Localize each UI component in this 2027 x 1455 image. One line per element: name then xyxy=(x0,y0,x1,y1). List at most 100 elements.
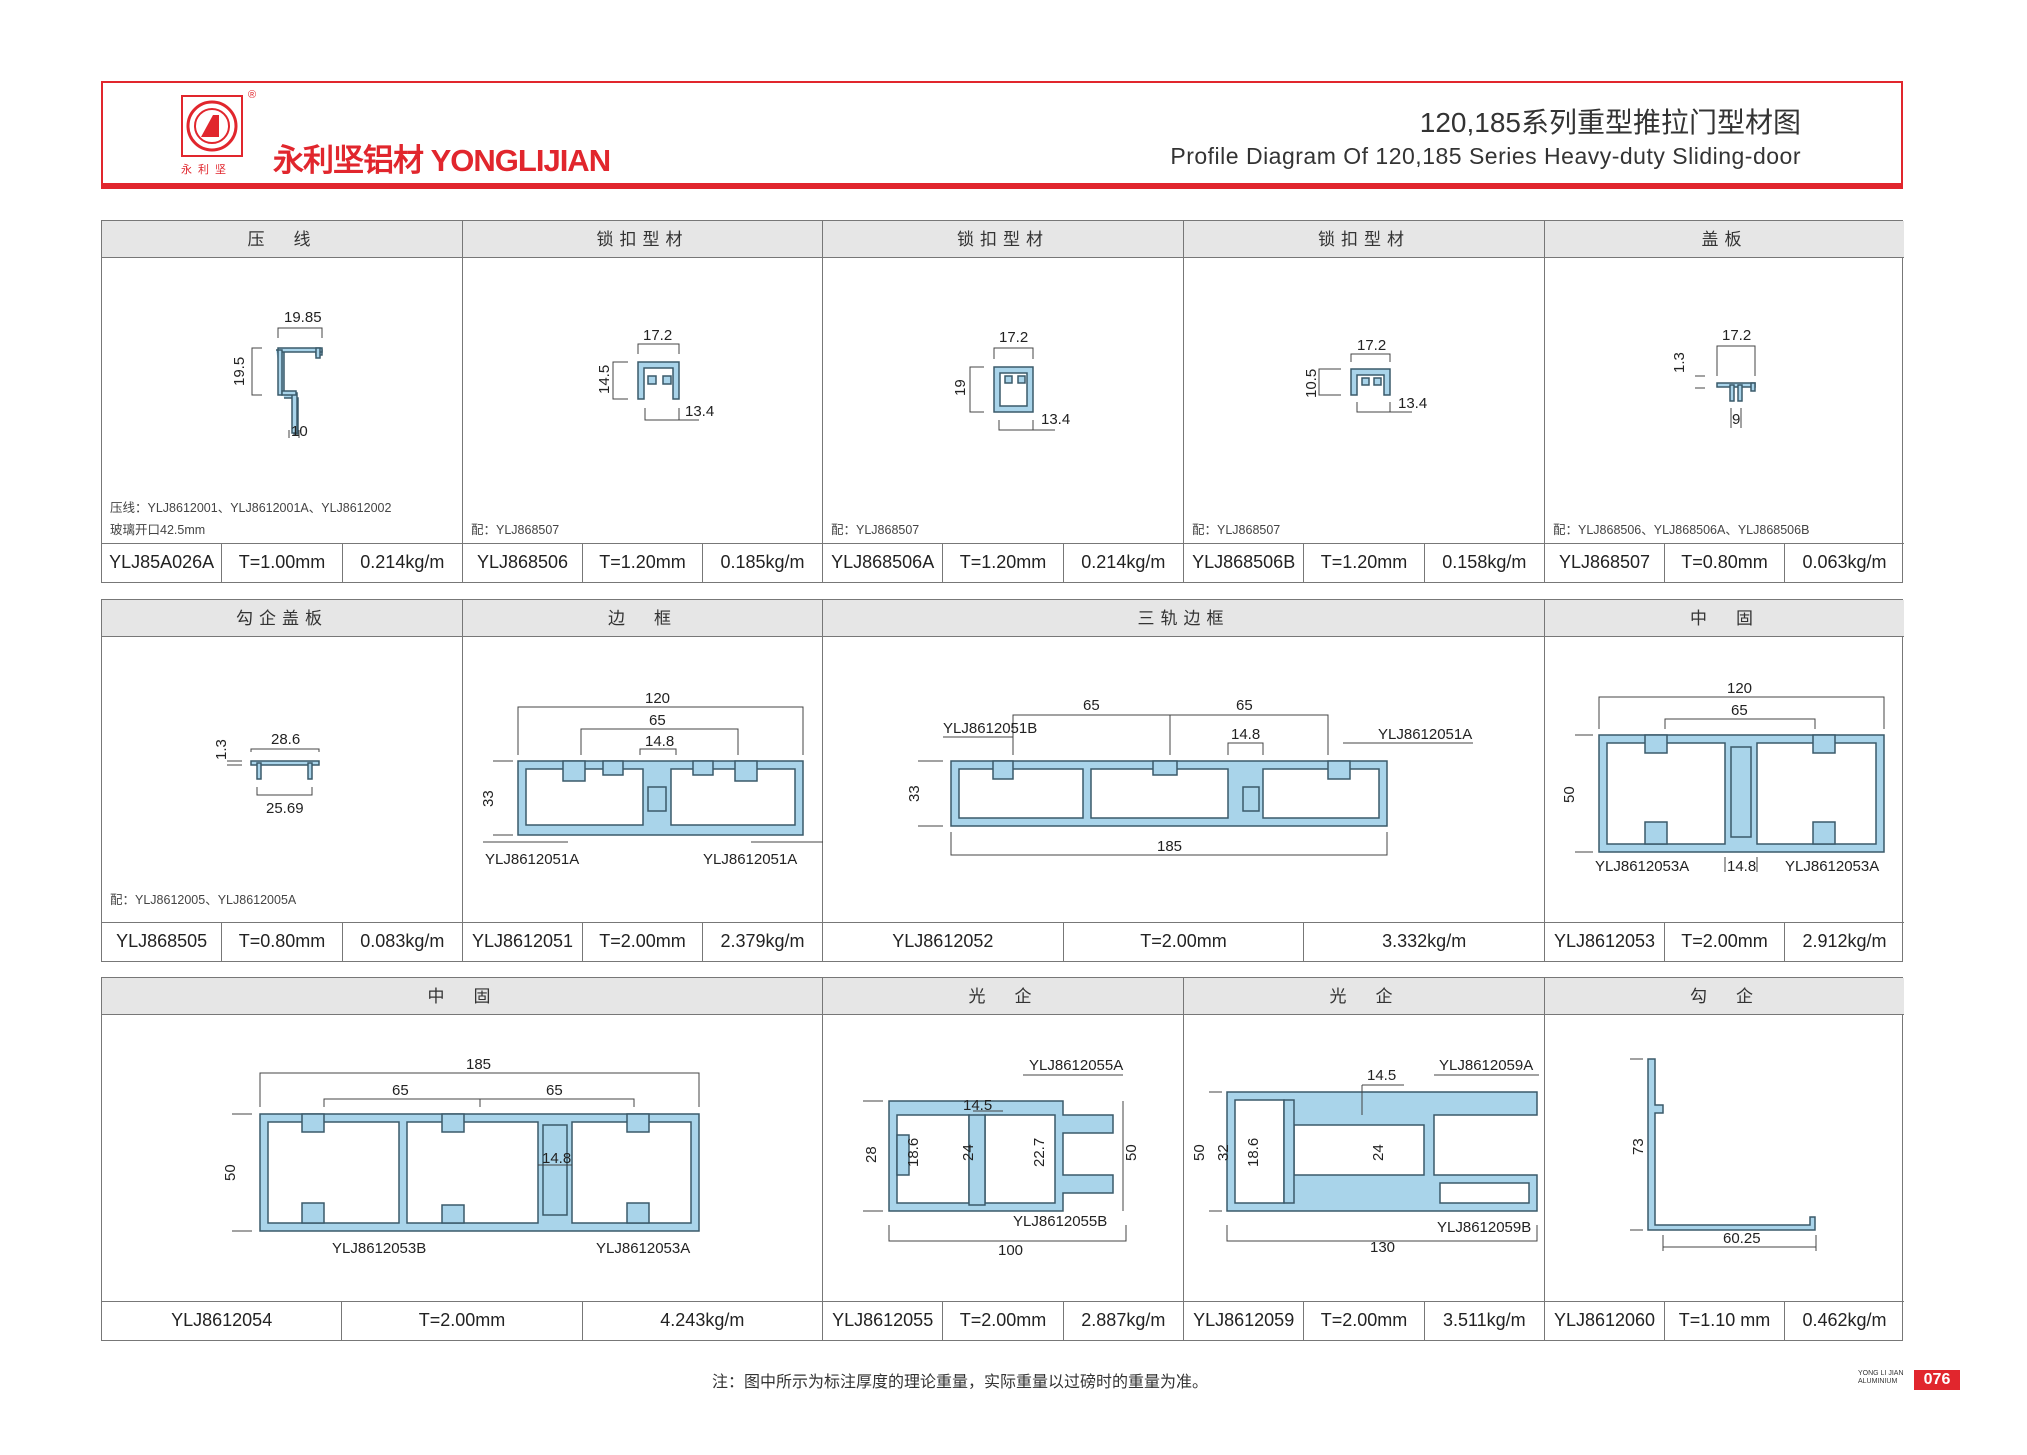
profile-callout: YLJ8612051A xyxy=(1378,726,1472,743)
profile-code: YLJ8612053 xyxy=(1545,923,1665,961)
cell-note: 配：YLJ868507 xyxy=(471,523,560,537)
cell-note: 配：YLJ868507 xyxy=(1192,523,1281,537)
dim-label: 14.5 xyxy=(963,1097,992,1114)
dim-label: 60.25 xyxy=(1723,1230,1761,1247)
cell-title: 边 框 xyxy=(463,600,822,637)
cell-title: 中 固 xyxy=(102,978,822,1015)
dim-label: 19.5 xyxy=(231,357,248,386)
weight: 0.083kg/m xyxy=(360,931,445,951)
thickness: T=2.00mm xyxy=(943,1302,1064,1340)
profile-cell: 盖板 17.2 1.3 9 配：YLJ868506、YLJ868506A、YLJ… xyxy=(1545,221,1904,582)
dim-label: 65 xyxy=(1731,702,1748,719)
thickness: T=2.00mm xyxy=(342,1302,583,1340)
cell-title: 锁扣型材 xyxy=(1184,221,1544,258)
cell-title: 盖板 xyxy=(1545,221,1904,258)
profile-cell: 光 企 YLJ8612055A 14.5 28 18.6 24 22.7 50 … xyxy=(823,978,1184,1340)
page-brand-bottom: ALUMINIUM xyxy=(1858,1378,1898,1385)
profile-cell: 锁扣型材 17.2 14.5 13.4 配：YLJ868507 YLJ86850… xyxy=(463,221,823,582)
dim-label: 25.69 xyxy=(266,800,304,817)
profile-callout: YLJ8612051A xyxy=(485,851,579,868)
cell-note: 玻璃开口42.5mm xyxy=(110,523,206,537)
dim-label: 120 xyxy=(1727,680,1752,697)
footnote: 注：图中所示为标注厚度的理论重量，实际重量以过磅时的重量为准。 xyxy=(712,1374,1209,1391)
dim-label: 73 xyxy=(1630,1138,1647,1155)
cell-note: 配：YLJ868506、YLJ868506A、YLJ868506B xyxy=(1553,523,1810,537)
profile-callout: YLJ8612053B xyxy=(332,1240,426,1257)
page-number: 076 xyxy=(1914,1370,1960,1390)
weight: 0.185kg/m xyxy=(720,552,805,572)
profile-code: YLJ8612051 xyxy=(463,923,583,961)
dim-label: 185 xyxy=(1157,838,1182,855)
thickness: T=0.80mm xyxy=(222,923,343,961)
dim-label: 50 xyxy=(1561,786,1578,803)
profile-cell: 中 固 185 65 65 50 14.8 YLJ8612053B YLJ861… xyxy=(102,978,823,1340)
profile-callout: YLJ8612055B xyxy=(1013,1213,1107,1230)
dim-label: 65 xyxy=(546,1082,563,1099)
profile-code: YLJ8612059 xyxy=(1184,1302,1305,1340)
dim-label: 14.8 xyxy=(645,733,674,750)
dim-label: 18.6 xyxy=(905,1138,922,1167)
page-header: ® 永利坚 永利坚铝材 YONGLIJIAN 120,185系列重型推拉门型材图… xyxy=(101,81,1903,189)
weight: 2.379kg/m xyxy=(720,931,805,951)
profile-callout: YLJ8612051B xyxy=(943,720,1037,737)
profile-cell: 光 企 14.5 YLJ8612059A 50 32 18.6 24 YLJ86… xyxy=(1184,978,1545,1340)
thickness: T=1.20mm xyxy=(583,544,703,582)
profile-code: YLJ868506A xyxy=(823,544,944,582)
profile-callout: YLJ8612053A xyxy=(596,1240,690,1257)
cell-title: 勾 企 xyxy=(1545,978,1904,1015)
dim-label: 24 xyxy=(960,1144,977,1161)
section-1: 压 线 19.85 19.5 10 压线：YLJ8612001、YLJ86120… xyxy=(101,220,1904,583)
profile-cell: 压 线 19.85 19.5 10 压线：YLJ8612001、YLJ86120… xyxy=(102,221,463,582)
profile-code: YLJ8612060 xyxy=(1545,1302,1665,1340)
section-2: 勾企盖板 28.6 1.3 25.69 配：YLJ8612005、YLJ8612… xyxy=(101,599,1904,962)
profile-callout: YLJ8612059B xyxy=(1437,1219,1531,1236)
weight: 0.462kg/m xyxy=(1802,1310,1887,1330)
profile-callout: YLJ8612055A xyxy=(1029,1057,1123,1074)
cell-title: 压 线 xyxy=(102,221,462,258)
weight: 3.332kg/m xyxy=(1382,931,1467,951)
dim-label: 19 xyxy=(952,379,969,396)
profile-code: YLJ868505 xyxy=(102,923,223,961)
profile-code: YLJ8612054 xyxy=(102,1302,343,1340)
profile-callout: YLJ8612053A xyxy=(1785,858,1879,875)
dim-label: 13.4 xyxy=(1398,395,1427,412)
weight: 0.063kg/m xyxy=(1802,552,1887,572)
cell-title: 锁扣型材 xyxy=(823,221,1183,258)
profile-callout: YLJ8612051A xyxy=(703,851,797,868)
dim-label: 100 xyxy=(998,1242,1023,1259)
brand-logo xyxy=(181,95,243,157)
dim-label: 65 xyxy=(1236,697,1253,714)
cell-title: 三轨边框 xyxy=(823,600,1544,637)
cell-note: 压线：YLJ8612001、YLJ8612001A、YLJ8612002 xyxy=(110,501,392,515)
dim-label: 22.7 xyxy=(1031,1138,1048,1167)
dim-label: 14.8 xyxy=(1727,858,1756,875)
weight: 4.243kg/m xyxy=(660,1310,745,1330)
weight: 0.158kg/m xyxy=(1442,552,1527,572)
dim-label: 19.85 xyxy=(284,309,322,326)
thickness: T=1.10 mm xyxy=(1665,1302,1785,1340)
profile-code: YLJ8612052 xyxy=(823,923,1064,961)
profile-code: YLJ868507 xyxy=(1545,544,1665,582)
thickness: T=1.00mm xyxy=(222,544,343,582)
profile-cell: 锁扣型材 17.2 19 13.4 配：YLJ868507 YLJ868506A… xyxy=(823,221,1184,582)
cell-title: 光 企 xyxy=(823,978,1183,1015)
dim-label: 14.8 xyxy=(542,1150,571,1167)
cell-note: 配：YLJ868507 xyxy=(831,523,920,537)
cell-title: 勾企盖板 xyxy=(102,600,462,637)
dim-label: 17.2 xyxy=(1722,327,1751,344)
thickness: T=2.00mm xyxy=(1665,923,1785,961)
thickness: T=0.80mm xyxy=(1665,544,1785,582)
dim-label: 17.2 xyxy=(643,327,672,344)
brand-name: 永利坚铝材 YONGLIJIAN xyxy=(273,143,611,178)
profile-callout: YLJ8612059A xyxy=(1439,1057,1533,1074)
dim-label: 14.5 xyxy=(596,365,613,394)
